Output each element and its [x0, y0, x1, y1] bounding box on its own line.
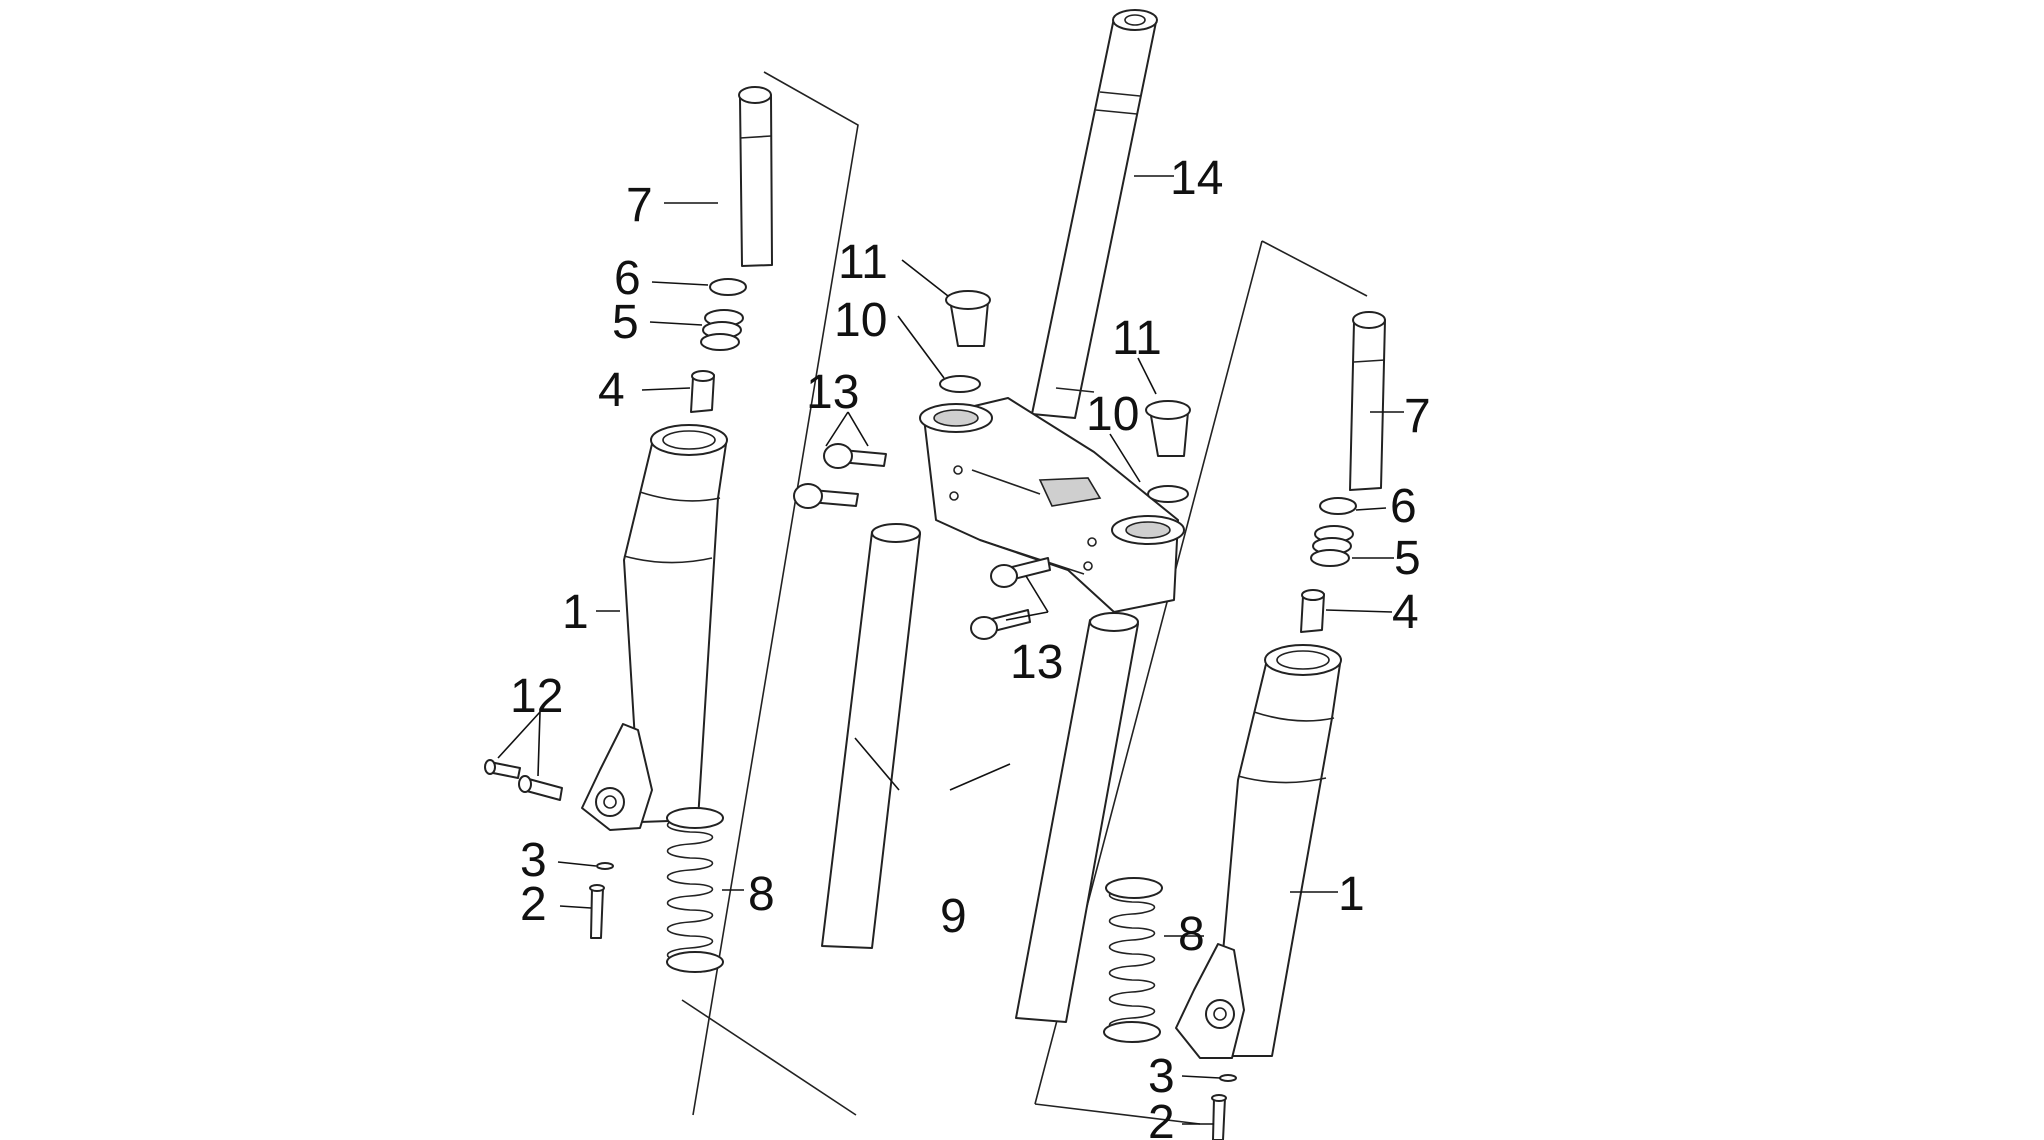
right-o-ring	[1319, 497, 1357, 515]
callout-left-7: 7	[626, 179, 653, 232]
callout-right-3: 3	[1148, 1050, 1175, 1103]
steering-stem-tube	[1031, 9, 1158, 419]
callout-left-8: 8	[748, 868, 775, 921]
right-slider-body	[1175, 644, 1342, 1059]
left-cap-tube	[738, 86, 773, 267]
callout-center-9: 9	[940, 890, 967, 943]
callout-center-13b: 13	[1010, 636, 1063, 689]
callout-left-12: 12	[510, 670, 563, 723]
left-o-ring	[709, 278, 747, 296]
right-inner-tube	[1015, 612, 1139, 1023]
callout-right-6: 6	[1390, 480, 1417, 533]
callout-labels: 7 6 5 4 1 12 3 2 8 11 10 13 14 11 10 13 …	[510, 152, 1431, 1140]
callout-right-2: 2	[1148, 1096, 1175, 1140]
left-assembly-frame	[681, 71, 859, 1116]
left-inner-tube	[821, 523, 921, 949]
left-bushing	[690, 370, 715, 413]
callout-center-13a: 13	[806, 366, 859, 419]
callout-right-8: 8	[1178, 908, 1205, 961]
right-cap-tube	[1349, 311, 1386, 491]
callout-left-2: 2	[520, 878, 547, 931]
callout-right-7: 7	[1404, 390, 1431, 443]
left-caliper-bolts	[484, 759, 563, 801]
callout-center-11a: 11	[838, 236, 888, 289]
left-drain-washer-bolt	[589, 862, 614, 939]
leader-lines	[497, 175, 1404, 1125]
callout-left-3: 3	[520, 834, 547, 887]
callout-right-4: 4	[1392, 586, 1419, 639]
triple-clamp	[919, 397, 1185, 613]
callout-left-1: 1	[562, 586, 589, 639]
left-fork-spring	[666, 807, 724, 973]
left-slider-body	[581, 424, 728, 831]
right-bushing	[1300, 589, 1325, 633]
callout-center-10b: 10	[1086, 388, 1139, 441]
callout-center-14: 14	[1170, 152, 1223, 205]
right-retaining-spring	[1310, 525, 1354, 567]
right-drain-washer-bolt	[1211, 1074, 1237, 1140]
right-fork-spring	[1103, 877, 1163, 1043]
clamp-bolts-upper	[793, 443, 887, 509]
callout-left-4: 4	[598, 364, 625, 417]
callout-left-6: 6	[614, 252, 641, 305]
right-top-cap	[1145, 400, 1191, 503]
callout-center-10a: 10	[834, 294, 887, 347]
callout-center-11b: 11	[1112, 312, 1162, 365]
left-retaining-spring	[700, 309, 744, 351]
left-top-cap	[939, 290, 991, 393]
callout-right-1: 1	[1338, 868, 1365, 921]
callout-right-5: 5	[1394, 532, 1421, 585]
callout-left-5: 5	[612, 296, 639, 349]
clamp-bolts-lower	[970, 557, 1051, 640]
